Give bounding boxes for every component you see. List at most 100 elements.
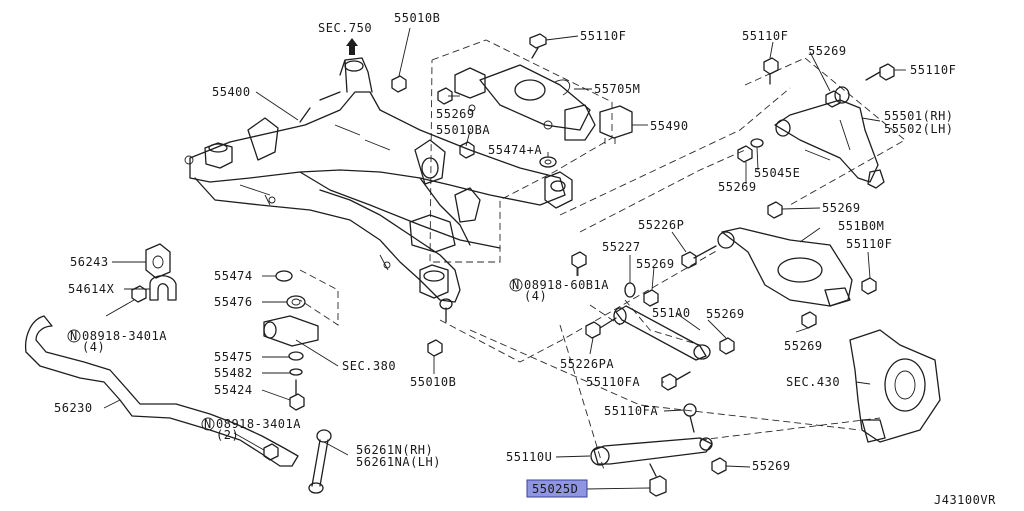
actuator-55705m[interactable] xyxy=(454,64,596,141)
label-55110f-a[interactable]: 55110F xyxy=(580,29,626,43)
label-55110f-d[interactable]: 55110F xyxy=(846,237,892,251)
nut-55269-d[interactable] xyxy=(643,289,659,307)
bolt-55269-b[interactable] xyxy=(437,87,453,105)
bushing-56243[interactable] xyxy=(145,243,171,279)
bolt-55110f-a[interactable] xyxy=(529,33,579,59)
label-55482[interactable]: 55482 xyxy=(214,366,253,380)
sec750-arrow xyxy=(346,38,358,55)
label-55269-i[interactable]: 55269 xyxy=(752,459,791,473)
label-sec430[interactable]: SEC.430 xyxy=(786,375,840,389)
highlight-box-55025d[interactable] xyxy=(526,479,588,498)
link-55110u[interactable] xyxy=(590,437,713,466)
label-55110fa-a[interactable]: 55110FA xyxy=(586,375,640,389)
label-55400[interactable]: 55400 xyxy=(212,85,251,99)
label-55010b-top[interactable]: 55010B xyxy=(394,11,440,25)
washer-55474a[interactable] xyxy=(539,156,557,168)
nut-55269-e[interactable] xyxy=(719,337,735,355)
nut-55010b-top[interactable] xyxy=(391,27,411,93)
label-08918-3401a-a[interactable]: 08918-3401A xyxy=(82,329,167,343)
circle-n-icon-60b1a xyxy=(509,278,523,292)
label-55269-h[interactable]: 55269 xyxy=(718,180,757,194)
bushing-55476[interactable] xyxy=(286,295,306,309)
nut-55010ba[interactable] xyxy=(459,141,475,159)
label-56230[interactable]: 56230 xyxy=(54,401,93,415)
label-55269-g[interactable]: 55269 xyxy=(784,339,823,353)
label-55269-c[interactable]: 55269 xyxy=(808,44,847,58)
nut-55269-f[interactable] xyxy=(767,201,783,219)
label-55501[interactable]: 55501(RH) xyxy=(884,109,954,123)
label-55025d[interactable]: 55025D xyxy=(532,482,578,496)
collar-sec380[interactable] xyxy=(263,315,319,347)
dashed-guides xyxy=(299,39,906,471)
nut-08918-3401a-a[interactable] xyxy=(131,285,147,303)
label-55110f-b[interactable]: 55110F xyxy=(742,29,788,43)
washer-55227[interactable] xyxy=(624,282,636,298)
label-08918-60b1a[interactable]: 08918-60B1A xyxy=(524,278,609,292)
label-55110fa-b[interactable]: 55110FA xyxy=(604,404,658,418)
nut-55269-i[interactable] xyxy=(711,457,727,475)
nut-55010b-bottom[interactable] xyxy=(427,339,443,357)
stabilizer-bar-56230[interactable] xyxy=(24,315,299,467)
bolt-55110f-c[interactable] xyxy=(865,63,906,81)
label-55010b-bottom[interactable]: 55010B xyxy=(410,375,456,389)
label-551b0m[interactable]: 551B0M xyxy=(838,219,884,233)
bolt-55226p[interactable] xyxy=(681,245,717,269)
label-55227[interactable]: 55227 xyxy=(602,240,641,254)
nut-08918-60b1a[interactable] xyxy=(571,251,587,276)
nut-55269-c[interactable] xyxy=(825,90,841,108)
clamp-54614x[interactable] xyxy=(149,275,177,301)
lower-arm-551b0m[interactable] xyxy=(717,227,853,307)
labels: SEC.750 55010B 55110F 55110F 55269 55110… xyxy=(54,11,996,507)
bolt-55110f-b[interactable] xyxy=(763,57,779,85)
label-56243[interactable]: 56243 xyxy=(70,255,109,269)
label-sec380[interactable]: SEC.380 xyxy=(342,359,396,373)
bolt-55110fa-a[interactable] xyxy=(661,371,691,391)
washer-55475[interactable] xyxy=(288,351,304,361)
washer-55482[interactable] xyxy=(289,368,303,376)
bolt-55110f-d[interactable] xyxy=(861,277,877,295)
bolt-55010b-stud[interactable] xyxy=(439,298,453,323)
stabilizer-link-56261n[interactable] xyxy=(308,429,332,494)
module-55490[interactable] xyxy=(599,105,648,144)
label-sec750[interactable]: SEC.750 xyxy=(318,21,372,35)
label-55010ba[interactable]: 55010BA xyxy=(436,123,490,137)
bolt-55110fa-b[interactable] xyxy=(683,403,697,433)
label-55045e[interactable]: 55045E xyxy=(754,166,800,180)
label-55226p[interactable]: 55226P xyxy=(638,218,684,232)
label-55474a[interactable]: 55474+A xyxy=(488,143,542,157)
label-56261n[interactable]: 56261N(RH) xyxy=(356,443,433,457)
label-55269-b[interactable]: 55269 xyxy=(436,107,475,121)
label-54614x[interactable]: 54614X xyxy=(68,282,115,296)
bolt-55424[interactable] xyxy=(289,379,305,411)
label-08918-3401a-b[interactable]: 08918-3401A xyxy=(216,417,301,431)
label-08918-60b1a-qty: (4) xyxy=(524,289,547,303)
label-circle-n-3401a-a: N xyxy=(70,329,78,343)
label-55474[interactable]: 55474 xyxy=(214,269,253,283)
label-55476[interactable]: 55476 xyxy=(214,295,253,309)
label-55475[interactable]: 55475 xyxy=(214,350,253,364)
washer-55045e[interactable] xyxy=(737,138,764,163)
nut-55269-g[interactable] xyxy=(801,311,817,329)
label-55490[interactable]: 55490 xyxy=(650,119,689,133)
label-55502[interactable]: 55502(LH) xyxy=(884,122,954,136)
label-55705m[interactable]: 55705M xyxy=(594,82,640,96)
label-55110u[interactable]: 55110U xyxy=(506,450,552,464)
bolt-55226pa[interactable] xyxy=(585,317,617,339)
nut-08918-3401a-b[interactable] xyxy=(263,443,279,461)
washer-55474[interactable] xyxy=(275,270,293,282)
link-551a0[interactable] xyxy=(613,305,711,361)
diagram-code: J43100VR xyxy=(934,493,996,507)
subframe-55400[interactable] xyxy=(184,57,573,303)
label-56261na[interactable]: 56261NA(LH) xyxy=(356,455,441,469)
upper-arm-55501[interactable] xyxy=(774,86,885,189)
label-55269-e[interactable]: 55269 xyxy=(706,307,745,321)
label-55226pa[interactable]: 55226PA xyxy=(560,357,614,371)
label-55110f-c[interactable]: 55110F xyxy=(910,63,956,77)
label-551a0[interactable]: 551A0 xyxy=(652,306,691,320)
label-55424[interactable]: 55424 xyxy=(214,383,253,397)
label-55269-f[interactable]: 55269 xyxy=(822,201,861,215)
label-55269-d[interactable]: 55269 xyxy=(636,257,675,271)
knuckle-sec430[interactable] xyxy=(849,329,941,443)
circle-n-icon-3401a-b xyxy=(201,417,215,431)
bolt-55025d[interactable] xyxy=(649,463,667,497)
